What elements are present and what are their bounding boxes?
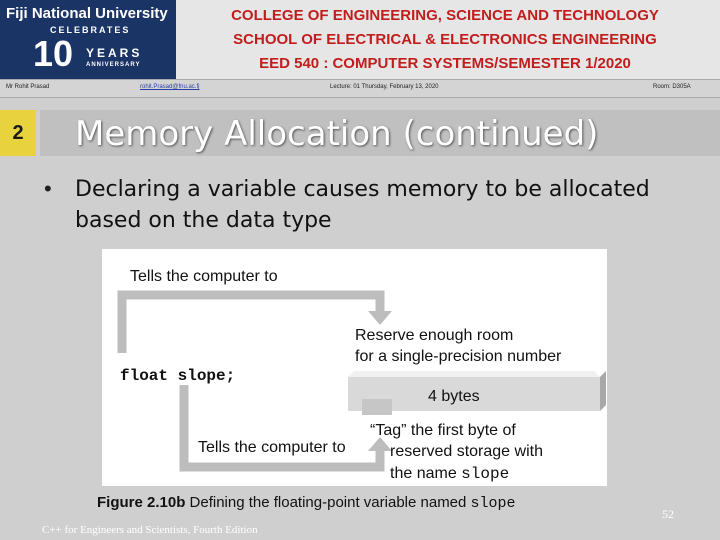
label-tag-line3: the name slope [390, 465, 509, 483]
logo-years: YEARS [86, 46, 143, 60]
footer-book-title: C++ for Engineers and Scientists, Fourth… [42, 524, 258, 536]
university-logo: Fiji National University CELEBRATES 10 Y… [0, 0, 176, 79]
header-course: EED 540 : COMPUTER SYSTEMS/SEMESTER 1/20… [259, 55, 631, 72]
label-reserve-line2: for a single-precision number [355, 348, 562, 365]
caption-text: Defining the floating-point variable nam… [185, 494, 471, 511]
memory-block [348, 371, 606, 415]
logo-anniversary: ANNIVERSARY [86, 62, 141, 68]
slide-header: Fiji National University CELEBRATES 10 Y… [0, 0, 720, 79]
slide-title: Memory Allocation (continued) [75, 114, 599, 154]
room-info: Room: D305A [653, 84, 691, 90]
caption-figure-number: Figure 2.10b [97, 494, 186, 511]
caption-code: slope [470, 495, 516, 512]
label-tag-code: slope [461, 465, 509, 483]
bullet-text: Declaring a variable causes memory to be… [75, 177, 650, 233]
page-number: 52 [662, 507, 674, 521]
info-bar: Mr Rohit Prasad rohit.Prasad@fnu.ac.fj L… [0, 79, 720, 98]
figure-caption: Figure 2.10b Defining the floating-point… [97, 494, 516, 512]
header-school: SCHOOL OF ELECTRICAL & ELECTRONICS ENGIN… [233, 31, 657, 48]
label-tag-line2: reserved storage with [390, 443, 543, 460]
label-tag-line1: “Tag” the first byte of [370, 422, 516, 439]
label-tag-prefix: the name [390, 465, 461, 482]
lecturer-email-link[interactable]: rohit.Prasad@fnu.ac.fj [140, 84, 200, 90]
bullet-marker: • [44, 176, 52, 201]
label-tells-bottom: Tells the computer to [198, 439, 346, 456]
label-bytes: 4 bytes [428, 388, 480, 405]
label-reserve-line1: Reserve enough room [355, 327, 513, 344]
figure-diagram: Tells the computer to Reserve enough roo… [117, 268, 606, 483]
bottom-arrow [179, 385, 392, 472]
code-declaration: float slope; [120, 367, 235, 385]
lecture-info: Lecture: 01 Thursday, February 13, 2020 [330, 84, 439, 90]
logo-number: 10 [33, 33, 74, 74]
logo-celebrates: CELEBRATES [50, 25, 131, 35]
label-tells-top: Tells the computer to [130, 268, 278, 285]
header-college: COLLEGE OF ENGINEERING, SCIENCE AND TECH… [231, 7, 659, 24]
top-arrow [117, 290, 392, 353]
title-bar [40, 110, 720, 156]
lecturer-name: Mr Rohit Prasad [6, 84, 50, 90]
logo-university-name: Fiji National University [6, 5, 168, 22]
figure-panel: Tells the computer to Reserve enough roo… [102, 249, 607, 486]
slide-number-badge: 2 [0, 110, 36, 156]
